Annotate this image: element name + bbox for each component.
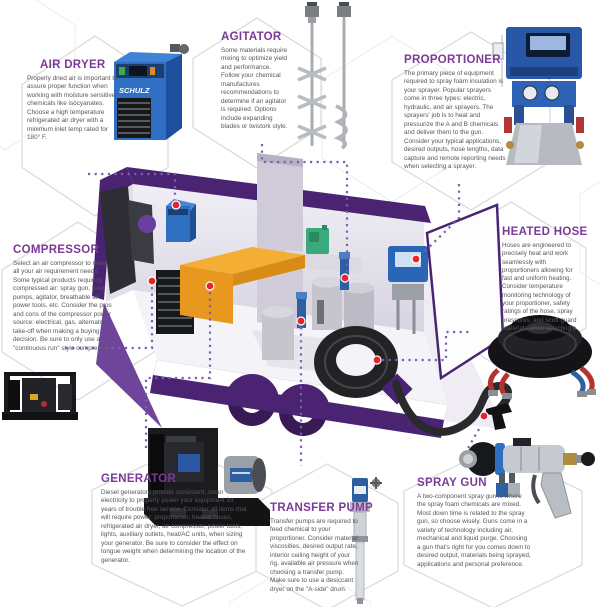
- trailer-skirt: [150, 375, 444, 438]
- section-transfer-pump: TRANSFER PUMP Transfer pumps are require…: [270, 502, 373, 594]
- section-proportioner: PROPORTIONER The primary piece of equipm…: [404, 54, 508, 171]
- transfer-pump-description: Transfer pumps are required to feed chem…: [270, 518, 359, 593]
- proportioner-marker: [411, 254, 421, 264]
- air-dryer-connector: [88, 172, 177, 198]
- agitator-title: AGITATOR: [221, 31, 282, 43]
- compressor-description: Select an air compressor to meet all you…: [13, 260, 112, 352]
- spray-hose: [392, 380, 512, 436]
- generator-connector: [144, 292, 212, 450]
- air-dryer-unit: [166, 199, 196, 242]
- purple-accent-wedge: [96, 303, 162, 428]
- generator-small-photo: [2, 372, 78, 420]
- twistork-agitator: [333, 2, 351, 150]
- yellow-bench: [180, 247, 305, 324]
- transfer-pump-marker: [296, 316, 306, 326]
- heated-hose-marker: [372, 355, 382, 365]
- section-air-dryer: AIR DRYER Properly dried air is importan…: [27, 59, 132, 143]
- heated-hose-title: HEATED HOSE: [502, 226, 588, 238]
- air-dryer-title: AIR DRYER: [40, 59, 106, 71]
- compressor-connector: [62, 287, 154, 350]
- spray-gun-title: SPRAY GUN: [417, 477, 487, 489]
- air-dryer-marker: [171, 200, 181, 210]
- heated-hose-description: Hoses are engineered to precisely heat a…: [502, 242, 577, 332]
- spray-gun-silhouette: [486, 403, 512, 430]
- agitator-photo: [297, 2, 351, 150]
- spray-gun-hexagon: [403, 447, 583, 607]
- section-spray-gun: SPRAY GUN A two-component spray gun is w…: [417, 477, 531, 569]
- heated-hose-photo: [487, 315, 596, 399]
- proportioner-unit: [388, 246, 428, 334]
- proportioner-description: The primary piece of equipment required …: [404, 70, 506, 170]
- transfer-pump-title: TRANSFER PUMP: [270, 502, 373, 514]
- generator-photo: [144, 428, 270, 526]
- expanding-blade-agitator: [297, 2, 327, 146]
- section-generator: GENERATOR Diesel generators provide cons…: [101, 473, 251, 565]
- transfer-pump-photo: [350, 477, 382, 604]
- partition-wall: [257, 153, 303, 330]
- spray-gun-description: A two-component spray gun is where the s…: [417, 493, 531, 568]
- green-jug: [306, 225, 329, 254]
- air-dryer-photo: SCHULZ: [114, 44, 189, 140]
- air-dryer-description: Properly dried air is important to assur…: [27, 75, 118, 142]
- hose-coil: [314, 326, 398, 398]
- compressor-title: COMPRESSOR: [13, 244, 100, 256]
- trailer-illustration: [62, 144, 512, 466]
- air-dryer-brand-label: SCHULZ: [119, 86, 150, 95]
- generator-description: Diesel generators provide consistent, cl…: [101, 489, 247, 564]
- partition-top: [257, 153, 303, 167]
- agitator-description: Some materials require mixing to optimiz…: [221, 47, 288, 131]
- compressor-marker: [147, 276, 157, 286]
- proportioner-photo: [492, 27, 584, 165]
- generator-marker: [205, 281, 215, 291]
- section-agitator: AGITATOR Some materials require mixing t…: [221, 31, 289, 132]
- section-compressor: COMPRESSOR Select an air compressor to m…: [13, 244, 114, 353]
- location-markers: [147, 200, 489, 421]
- proportioner-title: PROPORTIONER: [404, 54, 501, 66]
- generator-title: GENERATOR: [101, 473, 177, 485]
- proportioner-connector: [421, 184, 461, 255]
- agitator-marker: [340, 273, 350, 283]
- section-heated-hose: HEATED HOSE Hoses are engineered to prec…: [502, 226, 588, 333]
- agitator-connector: [260, 144, 349, 272]
- spray-gun-marker: [479, 411, 489, 421]
- spray-gun-photo: [459, 438, 595, 519]
